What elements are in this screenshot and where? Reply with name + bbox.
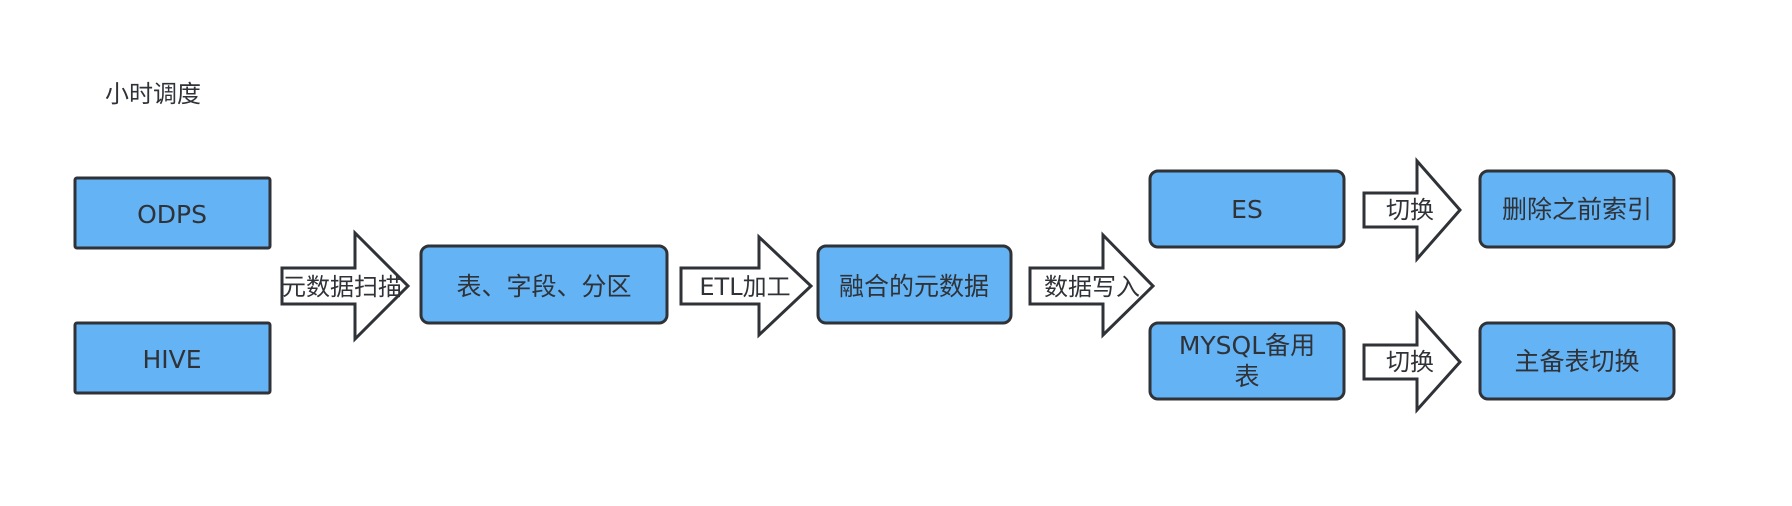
diagram-title: 小时调度 [105,80,201,108]
switch-arrow-bottom: 切换 [1362,310,1463,414]
merged-metadata-box: 融合的元数据 [816,244,1013,325]
switch-label-bottom: 切换 [1386,348,1434,376]
data-write-label: 数据写入 [1044,273,1140,301]
table-field-partition-box: 表、字段、分区 [419,244,669,325]
switch-arrow-top: 切换 [1362,157,1462,263]
mysql-backup-box: MYSQL备用 表 [1148,321,1346,401]
odps-label: ODPS [137,200,207,229]
etl-arrow: ETL加工 [679,233,814,339]
etl-label: ETL加工 [699,273,790,301]
es-box: ES [1148,169,1346,249]
mysql-backup-label-line1: MYSQL备用 [1179,331,1315,360]
hive-box: HIVE [73,321,272,395]
data-write-arrow: 数据写入 [1028,231,1156,339]
mysql-backup-label-line2: 表 [1234,362,1259,391]
odps-box: ODPS [73,176,272,250]
switch-label-top: 切换 [1386,196,1434,224]
delete-old-index-box: 删除之前索引 [1478,169,1676,249]
merged-metadata-label: 融合的元数据 [839,272,989,301]
switch-primary-backup-box: 主备表切换 [1478,321,1676,401]
metadata-scan-arrow: 元数据扫描 [280,229,411,343]
delete-old-index-label: 删除之前索引 [1502,195,1652,224]
hive-label: HIVE [142,345,201,374]
es-label: ES [1231,195,1263,224]
switch-primary-backup-label: 主备表切换 [1514,347,1639,376]
metadata-scan-label: 元数据扫描 [282,273,402,301]
table-field-partition-label: 表、字段、分区 [456,272,631,301]
